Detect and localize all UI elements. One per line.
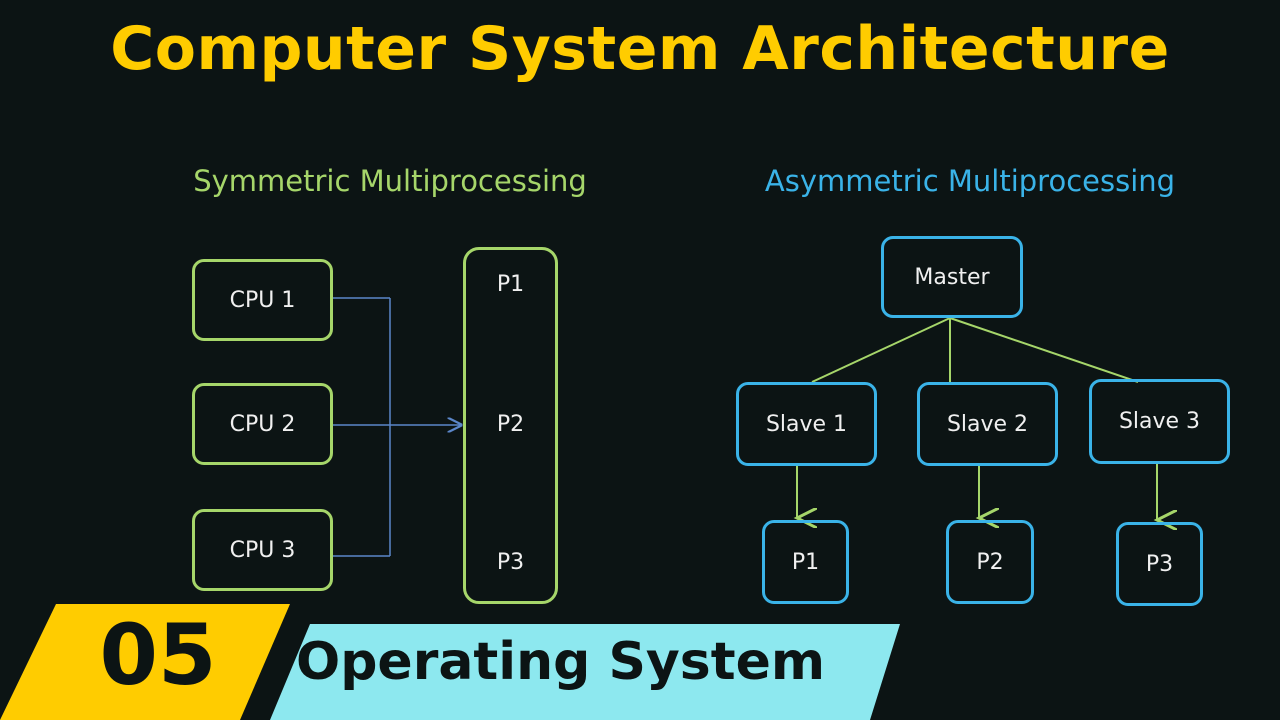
memory-slot-p1: P1	[496, 272, 525, 297]
memory-slot-p2: P2	[496, 412, 525, 437]
page-title: Computer System Architecture	[110, 14, 1170, 84]
episode-number-plate	[0, 604, 290, 720]
series-banner	[0, 604, 900, 720]
amp-process-p1-box: P1	[762, 520, 849, 604]
series-name: Operating System	[296, 632, 826, 692]
amp-tree	[797, 317, 1157, 520]
asymmetric-heading: Asymmetric Multiprocessing	[764, 164, 1176, 198]
cpu-3-box: CPU 3	[192, 509, 333, 591]
amp-process-p2-box: P2	[946, 520, 1034, 604]
slave-1-box: Slave 1	[736, 382, 877, 466]
master-box: Master	[881, 236, 1023, 318]
slave-2-box: Slave 2	[917, 382, 1058, 466]
symmetric-heading: Symmetric Multiprocessing	[193, 164, 587, 198]
memory-slot-p3: P3	[496, 550, 525, 575]
episode-number: 05	[99, 606, 217, 704]
cpu-2-box: CPU 2	[192, 383, 333, 465]
cpu-1-box: CPU 1	[192, 259, 333, 341]
smp-bus	[333, 297, 461, 557]
amp-process-p3-box: P3	[1116, 522, 1203, 606]
series-name-plate	[270, 624, 900, 720]
shared-memory-box	[463, 247, 558, 604]
slave-3-box: Slave 3	[1089, 379, 1230, 464]
